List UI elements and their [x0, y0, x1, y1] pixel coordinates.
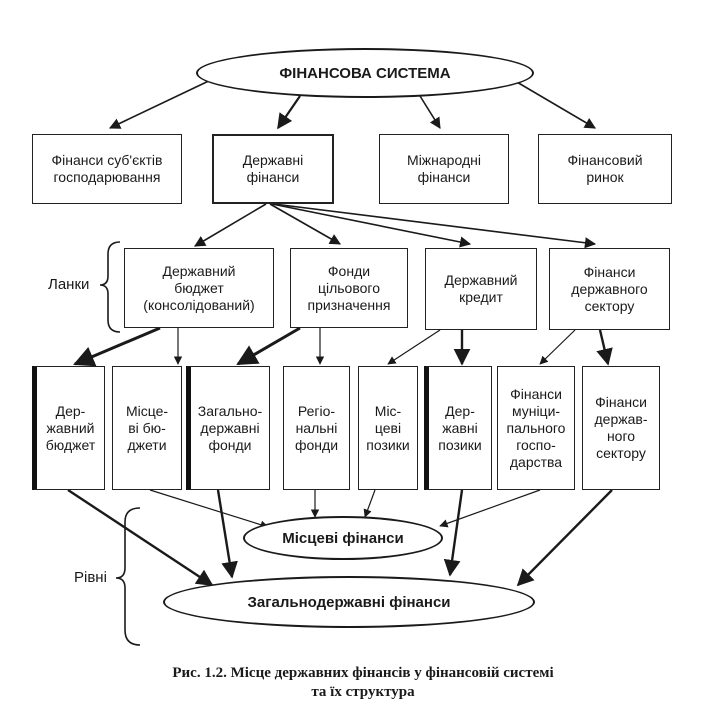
node-state-budget-consolidated: Державний бюджет (консолідований): [124, 248, 274, 328]
levels-brace: [115, 507, 141, 646]
node-local-loans: Міс- цеві позики: [358, 366, 418, 490]
node-special-funds: Фонди цільового призначення: [290, 248, 408, 328]
node-state-finance: Державні фінанси: [212, 134, 334, 204]
node-general-state-funds: Загально- державні фонди: [186, 366, 270, 490]
node-international-finance: Міжнародні фінанси: [379, 134, 509, 204]
node-financial-market: Фінансовий ринок: [538, 134, 672, 204]
node-state-budget: Дер- жавний бюджет: [32, 366, 105, 490]
figure-caption-line1: Рис. 1.2. Місце державних фінансів у фін…: [172, 665, 554, 681]
levels-label: Рівні: [74, 569, 107, 586]
figure-caption-line2: та їх структура: [311, 684, 415, 700]
node-public-sector-finance-detail: Фінанси держав- ного сектору: [582, 366, 660, 490]
node-business-finance: Фінанси суб'єктів господарювання: [32, 134, 182, 204]
root-finance-system: ФІНАНСОВА СИСТЕМА: [196, 48, 534, 98]
node-municipal-finance: Фінанси муніци- пального госпо- дарства: [497, 366, 575, 490]
node-state-loans: Дер- жавні позики: [424, 366, 492, 490]
node-public-sector-finance: Фінанси державного сектору: [549, 248, 670, 330]
node-local-budgets: Місце- ві бю- джети: [112, 366, 182, 490]
node-state-credit: Державний кредит: [425, 248, 537, 330]
local-finance-ellipse: Місцеві фінанси: [243, 516, 443, 560]
general-state-finance-ellipse: Загальнодержавні фінанси: [163, 576, 535, 628]
links-brace: [99, 241, 121, 333]
node-regional-funds: Регіо- нальні фонди: [283, 366, 350, 490]
links-label: Ланки: [48, 276, 90, 293]
